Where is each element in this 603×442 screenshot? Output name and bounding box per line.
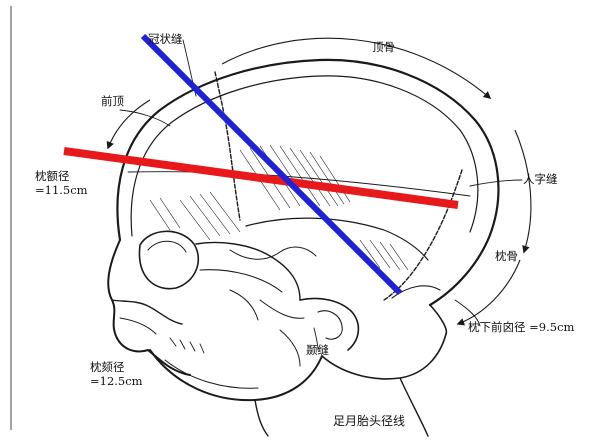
figure-caption: 足月胎头径线	[333, 415, 405, 428]
occipitofrontal-value: =11.5cm	[35, 184, 88, 197]
skull-outline	[108, 40, 522, 436]
bregma-label: 前顶	[101, 95, 124, 108]
parietal-bone-label: 顶骨	[372, 41, 395, 54]
suboccipitobregmatic-label: 枕下前囟径 =9.5cm	[468, 321, 574, 334]
lambdoid-suture-label: 人字缝	[523, 173, 558, 186]
occipitofrontal-label: 枕额径	[35, 170, 70, 183]
direction-arrows	[108, 38, 531, 324]
occipitomental-value: =12.5cm	[90, 375, 143, 388]
occipitomental-label: 枕颏径	[90, 361, 125, 374]
hatching	[150, 145, 408, 270]
occipitofrontal-diameter-line	[64, 151, 458, 205]
occipital-bone-label: 枕骨	[495, 250, 518, 263]
squamosal-suture-label: 颞缝	[306, 344, 329, 357]
coronal-suture-label: 冠状缝	[148, 33, 183, 46]
